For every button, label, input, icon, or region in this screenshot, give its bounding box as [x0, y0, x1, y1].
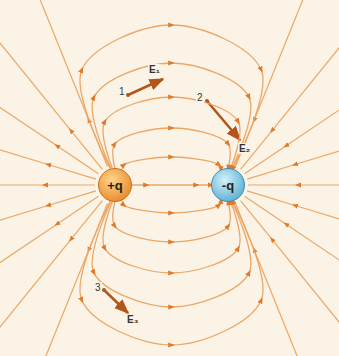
field-line	[248, 184, 339, 185]
vector-label: E₁	[148, 64, 161, 75]
field-line	[132, 184, 211, 185]
field-line	[113, 202, 231, 242]
field-line	[80, 201, 263, 345]
field-line	[0, 201, 102, 356]
field-line	[241, 201, 339, 356]
field-line	[18, 204, 108, 356]
field-line	[0, 0, 102, 169]
field-vector	[104, 290, 128, 313]
field-line	[241, 0, 339, 169]
field-vector	[128, 79, 163, 95]
charge-circle: -q	[211, 168, 245, 202]
charge-circle: +q	[98, 168, 132, 202]
field-line	[235, 204, 325, 356]
field-line	[0, 196, 98, 330]
point-dot	[126, 93, 130, 97]
field-line	[0, 184, 95, 185]
vector-label: E₃	[126, 314, 139, 325]
field-line	[18, 0, 108, 166]
field-line	[247, 191, 339, 261]
field-line	[122, 157, 221, 169]
point-label: 3	[94, 282, 102, 293]
field-line	[92, 202, 251, 307]
charge-label: +q	[107, 178, 123, 193]
field-line	[122, 201, 221, 213]
field-line	[92, 63, 251, 168]
point-dot	[102, 288, 106, 292]
vector-label: E₂	[238, 143, 251, 154]
point-label: 1	[118, 86, 126, 97]
field-line	[0, 191, 96, 261]
field-line	[80, 25, 263, 169]
charge-label: -q	[222, 178, 234, 193]
point-label: 2	[196, 92, 204, 103]
field-line	[235, 0, 325, 166]
field-line	[103, 202, 240, 273]
